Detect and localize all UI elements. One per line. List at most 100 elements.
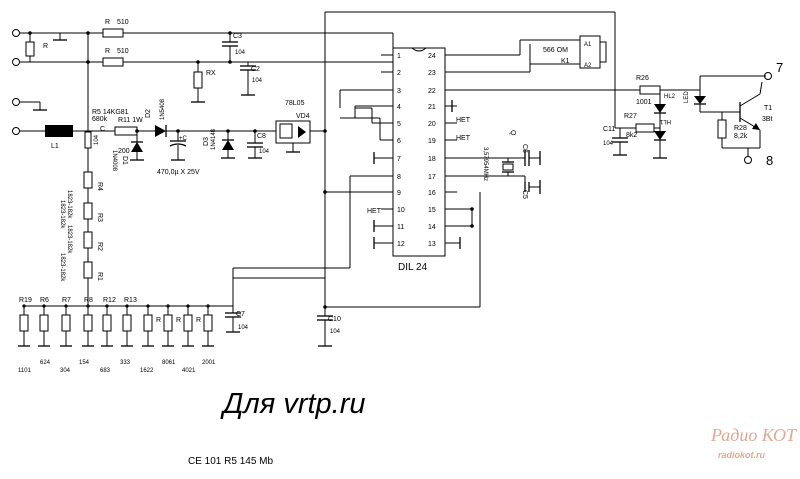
ic-pin-left: 11 [397, 224, 404, 231]
ic-pin-left: 7 [397, 156, 401, 163]
label-r28: R28 [734, 125, 747, 132]
ic-pin-right: 18 [428, 156, 436, 163]
bank-r-extra: R [156, 317, 161, 324]
value-c10: 104 [330, 329, 341, 335]
value-cap470: 470,0µ X 25V [157, 169, 200, 176]
ic-pin-left: 10 [397, 207, 405, 214]
bank-value: 4021 [182, 368, 196, 374]
bank-value: 333 [120, 360, 131, 366]
value-d3: 1N4148 [211, 128, 217, 150]
label-d3: D3 [203, 137, 210, 146]
ic-pin-right: 17 [428, 174, 436, 181]
watermark-url: radiokot.ru [718, 450, 766, 460]
bank-resistors [18, 304, 214, 347]
bank-resistor [143, 314, 153, 332]
ic-pin-right: 21 [428, 104, 436, 111]
label-rx: RX [206, 70, 216, 77]
label-q: Q [509, 130, 516, 136]
output-section [612, 72, 772, 164]
bank-r-extra: R [196, 317, 201, 324]
value-r26: 1001 [636, 99, 652, 106]
ic-pin-left: 3 [397, 88, 401, 95]
label-r5: R5 14KG81 [92, 109, 129, 116]
label-c3: C3 [233, 33, 242, 40]
page-title: Для vrtp.ru [220, 388, 366, 420]
label-d2: D2 [145, 109, 152, 118]
bank-r-label: R6 [40, 297, 49, 304]
value-r3: 1823-182k [59, 200, 65, 229]
value-c2: 104 [252, 78, 263, 84]
ic-pin-left: 1 [397, 53, 401, 60]
bank-resistor [39, 314, 49, 332]
label-r11: R11 1W [118, 117, 143, 124]
ic-pin-left: 9 [397, 190, 401, 197]
label-a1: A1 [584, 42, 592, 48]
bank-value: 8061 [162, 360, 176, 366]
bank-resistor [122, 314, 132, 332]
bank-resistor [102, 314, 112, 332]
label-c5: C5 [521, 190, 528, 199]
het-label: НЕТ [367, 208, 382, 215]
label-c: C [100, 126, 105, 133]
ic-pin-right: 24 [428, 53, 436, 60]
label-hl1: HL1 [659, 118, 671, 124]
bank-value: 1622 [140, 368, 154, 374]
ic-pins: 123456789101112242322212019181716151413Н… [367, 53, 471, 248]
label-d1: D1 [121, 156, 128, 165]
value-r510b: 510 [117, 48, 129, 55]
value-r510a: 510 [117, 19, 129, 26]
ic-pin-right: 15 [428, 207, 436, 214]
label-hl2: HL2 [664, 94, 676, 100]
label-t1: T1 [764, 105, 772, 112]
bank-resistor [183, 314, 193, 332]
bank-value: 1101 [18, 368, 32, 374]
label-c11: C11 [603, 126, 615, 133]
value-c8: 104 [259, 149, 270, 155]
bank-r-label: R13 [124, 297, 137, 304]
bank-r-label: R8 [84, 297, 93, 304]
bank-r-extra: R [176, 317, 181, 324]
terminal-7: 7 [776, 60, 783, 75]
value-c3: 104 [235, 50, 246, 56]
label-r3: R3 [96, 213, 103, 222]
footer-model: CE 101 R5 145 Mb [188, 456, 273, 467]
bank-resistor [19, 314, 29, 332]
ic-pin-left: 2 [397, 70, 401, 77]
ic-pin-left: 5 [397, 121, 401, 128]
ic-pin-right: 20 [428, 121, 436, 128]
regulator-78l05 [275, 120, 325, 153]
label-78l05: 78L05 [285, 100, 305, 107]
bank-resistor [203, 314, 213, 332]
het-label: НЕТ [456, 117, 471, 124]
bank-value: 2001 [202, 360, 216, 366]
ic-pin-right: 23 [428, 70, 436, 77]
label-a2: A2 [584, 63, 592, 69]
value-r2: 1823-182k [66, 225, 72, 254]
label-c2: C2 [251, 66, 260, 73]
bank-value: 304 [60, 368, 71, 374]
value-r11: 200 [118, 148, 130, 155]
label-r-top: R [43, 43, 48, 50]
value-r5: 680k [92, 116, 108, 123]
value-c7: 104 [238, 325, 249, 331]
label-vd4: VD4 [296, 113, 310, 120]
label-k1a: 566 OM [543, 47, 568, 54]
label-r26: R26 [636, 75, 649, 82]
bank-value: 154 [79, 360, 90, 366]
bank-resistor [163, 314, 173, 332]
ic-name: DIL 24 [398, 262, 428, 273]
power-supply-chain [20, 101, 300, 161]
input-terminals [12, 29, 20, 135]
value-r4: 1823-182k [66, 190, 72, 219]
label-r27: R27 [624, 113, 637, 120]
bank-resistor [61, 314, 71, 332]
label-c7: C7 [236, 311, 245, 318]
label-r510b: R [105, 48, 110, 55]
bank-resistor [83, 314, 93, 332]
bank-r-label: R19 [19, 297, 32, 304]
ic-pin-right: 22 [428, 88, 436, 95]
value-c: 104 [94, 134, 100, 145]
resistor-chain [83, 31, 93, 306]
ic-dil24 [392, 47, 446, 257]
